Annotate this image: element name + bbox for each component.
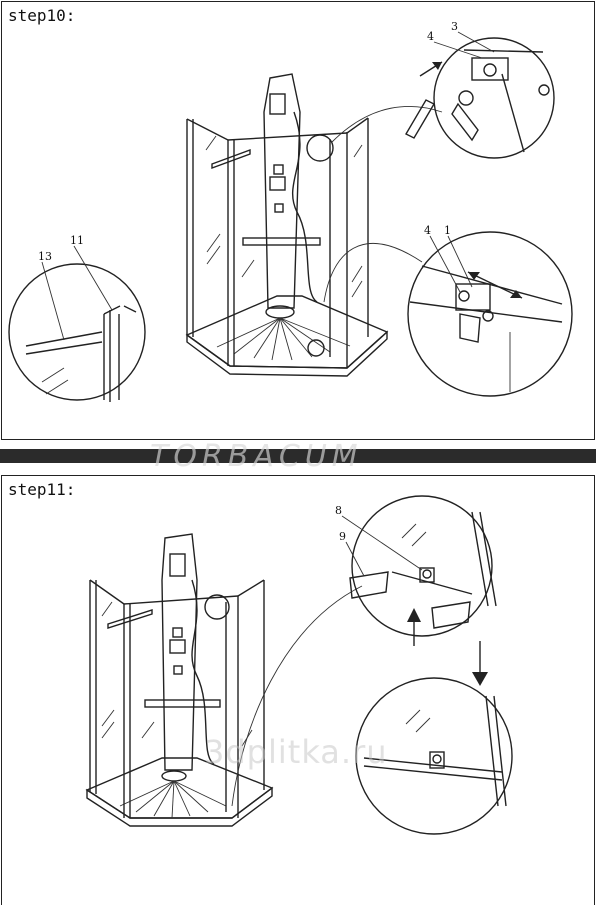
callout-9: 9 (339, 530, 346, 543)
step10-drawing: 4 3 4 1 (8, 20, 573, 402)
callout-4b: 4 (424, 224, 431, 237)
step10-label: step10: (8, 6, 76, 25)
detail-clip-after (355, 677, 513, 835)
callout-3: 3 (451, 20, 458, 33)
panel-separator-bar (0, 449, 596, 463)
shower-cabin-illustration (185, 73, 443, 377)
shower-cabin-illustration (85, 533, 363, 827)
callout-4a: 4 (427, 30, 434, 43)
detail-clip-before: 8 9 (335, 495, 497, 646)
callout-8: 8 (335, 504, 342, 517)
detail-bracket-top: 4 3 (405, 20, 555, 159)
step11-label: step11: (8, 480, 76, 499)
callout-11: 11 (70, 234, 84, 247)
step10-panel: step10: (1, 1, 595, 440)
step11-panel: step11: (1, 475, 595, 905)
callout-1: 1 (444, 224, 451, 237)
callout-13: 13 (38, 250, 52, 263)
detail-bracket-slide: 4 1 (407, 224, 573, 397)
down-arrow-icon (472, 672, 488, 686)
step11-drawing: 8 9 (85, 495, 513, 835)
watermark-top: TORBACUM (150, 439, 363, 474)
detail-profile: 13 11 (8, 234, 146, 402)
watermark-middle: 3dplitka.ru (204, 733, 388, 771)
